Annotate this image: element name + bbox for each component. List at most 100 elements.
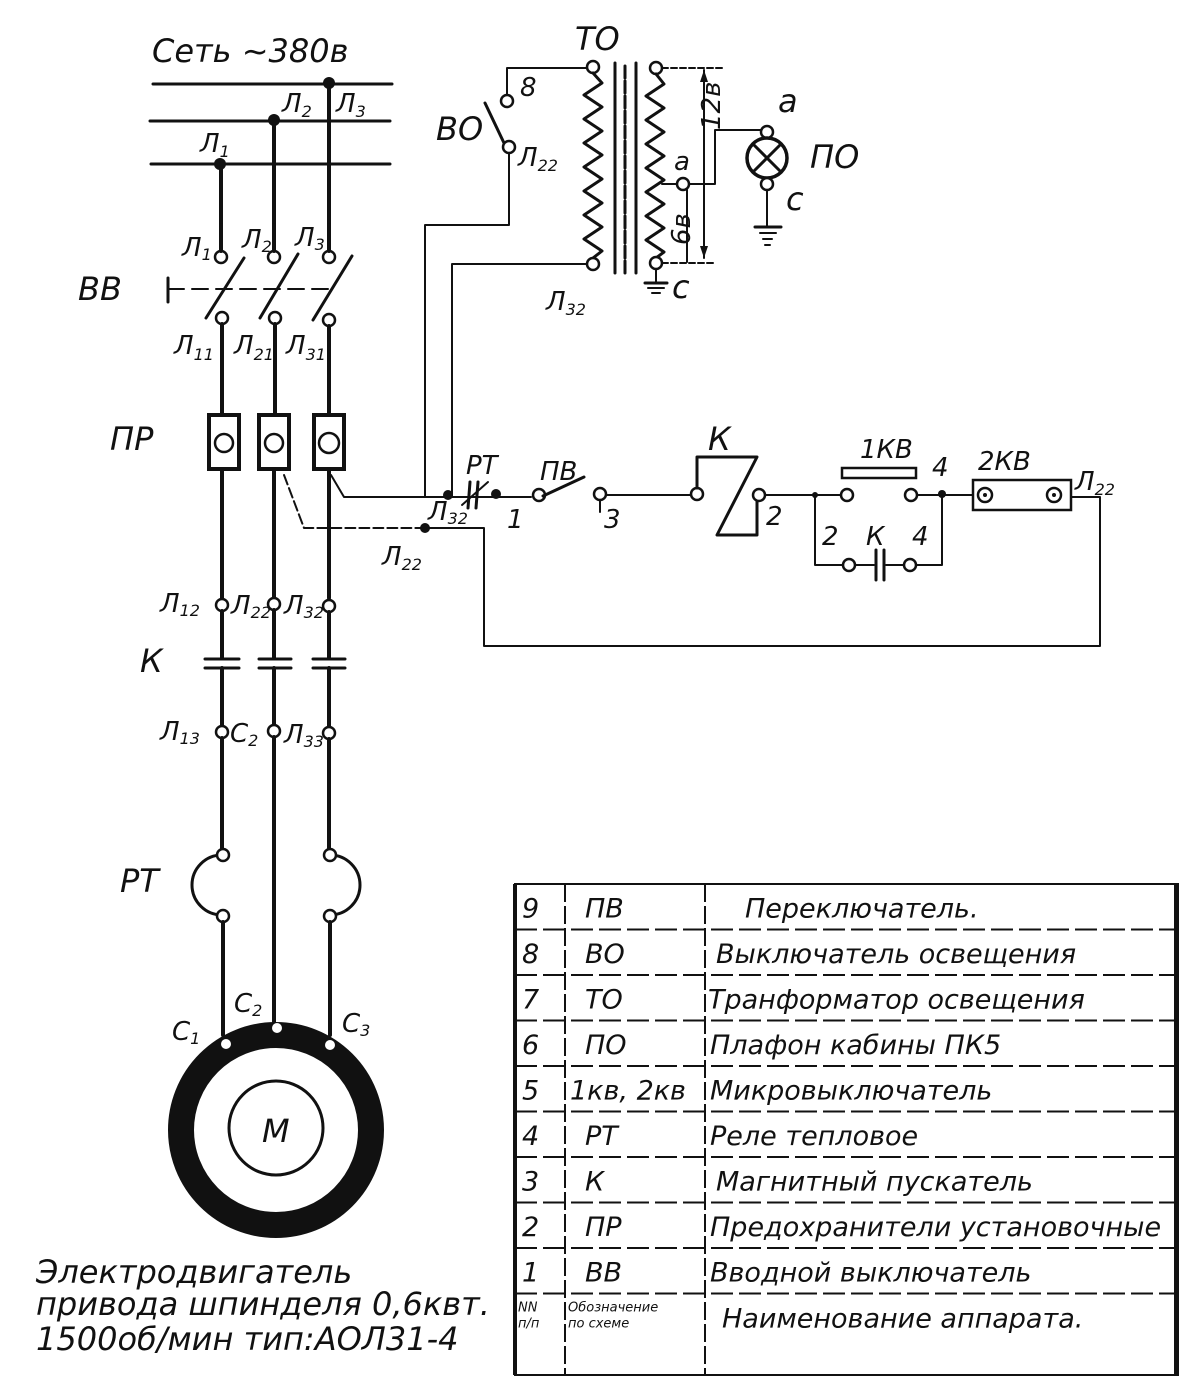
thermal-relay-rt: РТ	[120, 847, 362, 924]
terminal	[585, 256, 601, 272]
wire	[915, 494, 943, 566]
phase-wires	[220, 322, 331, 417]
motor-caption: Электродвигатель привода шпинделя 0,6квт…	[35, 1253, 490, 1358]
table-cell-num: 4	[522, 1121, 539, 1152]
primary-terminal-label: Л32	[545, 287, 586, 319]
lamp-po: а ПО с	[745, 82, 859, 246]
thermal-relay-label: РТ	[120, 862, 161, 900]
heater-element	[190, 853, 224, 917]
microswitch-2-label: 2КВ	[978, 447, 1031, 477]
transformer-label: ТО	[575, 20, 620, 58]
wire-l22	[283, 474, 428, 529]
terminal-label: Л2	[241, 225, 272, 256]
terminal	[499, 93, 515, 109]
motor-leads	[221, 920, 332, 1037]
junction-dot	[491, 489, 501, 499]
input-switch-label: ВВ	[78, 270, 122, 308]
lamp-terminal-c: с	[786, 180, 804, 218]
table-cell-code: ТО	[585, 985, 623, 1016]
aux-contact-label: К	[866, 522, 886, 552]
voltage-label-6v: 6в	[667, 213, 697, 245]
table-cell-num: 5	[522, 1076, 539, 1107]
voltage-label-12v: 12в	[697, 82, 727, 130]
motor-terminal	[325, 1040, 335, 1050]
control-circuit: Л32 РТ 1 ПВ 3 К 2	[381, 420, 1115, 647]
terminal	[501, 139, 517, 155]
motor-caption-line: Электродвигатель	[35, 1253, 352, 1291]
bus-phase-labels: Л2 Л3 Л1	[199, 89, 366, 161]
contactor-k: К Л12 Л22 Л32 Л13 C2 Л33	[140, 589, 347, 751]
table-cell-num: 7	[522, 985, 539, 1016]
return-wire	[426, 496, 1101, 647]
motor-terminal-label: C3	[342, 1009, 370, 1040]
terminal-label: Л1	[181, 233, 212, 264]
table-cell-code: ВВ	[585, 1258, 622, 1289]
terminal-label: Л32	[283, 591, 324, 622]
table-header-name: Наименование аппарата.	[722, 1304, 1083, 1335]
table-cell-code: 1кв, 2кв	[570, 1076, 686, 1107]
terminal-label: Л11	[173, 331, 214, 364]
wire-to-lamp	[688, 129, 763, 185]
motor-terminal-label: C2	[234, 989, 262, 1020]
terminal	[585, 59, 601, 75]
contactor-label: К	[140, 642, 164, 680]
junction-dot	[443, 490, 453, 500]
fuse	[257, 413, 291, 471]
microswitch-actuator	[840, 466, 918, 480]
terminal-label: Л33	[283, 720, 324, 751]
table-cell-code: ПО	[585, 1030, 627, 1061]
motor: М C1 C2 C3	[168, 989, 384, 1238]
table-header-num: п/п	[518, 1317, 540, 1332]
table-cell-name: Переключатель.	[745, 894, 979, 925]
terminal	[592, 486, 608, 502]
table-cell-num: 8	[522, 939, 539, 970]
terminal	[903, 487, 919, 503]
wire	[814, 494, 844, 566]
terminal	[839, 487, 855, 503]
table-cell-name: Реле тепловое	[710, 1121, 918, 1152]
secondary-winding	[644, 72, 666, 260]
wire-number: 3	[604, 505, 621, 535]
table-cell-num: 3	[522, 1167, 539, 1198]
wire-number: 1	[507, 505, 524, 535]
terminal-label: Л12	[159, 589, 200, 620]
motor-caption-line: привода шпинделя 0,6квт.	[36, 1285, 490, 1323]
coil-label: К	[708, 420, 732, 458]
terminal	[751, 487, 767, 503]
relay-contact-label: РТ	[466, 451, 500, 481]
table-cell-num: 2	[522, 1212, 539, 1243]
terminal	[648, 60, 664, 76]
wire-l32-to-control	[451, 263, 588, 498]
terminal	[759, 176, 775, 192]
terminal-label: Л22	[230, 591, 271, 622]
input-switch-bb: ВВ Л1 Л2 Л3 Л11 Л21 Л31	[78, 223, 354, 364]
switch-blade	[258, 252, 300, 320]
switch-label: ПВ	[540, 457, 577, 487]
table-cell-name: Транформатор освещения	[708, 985, 1085, 1016]
terminal-label: Л3	[294, 223, 325, 254]
lighting-switch-label: ВО	[436, 110, 483, 148]
coil-symbol	[695, 455, 759, 537]
wire	[506, 67, 589, 97]
junction-dot	[420, 523, 430, 533]
terminal	[322, 847, 338, 863]
relay-contact-rt: РТ	[461, 451, 500, 510]
wire-number: 2	[822, 522, 839, 552]
phase-wires	[220, 467, 331, 600]
terminal-label: Л22	[517, 143, 558, 175]
table-cell-name: Плафон кабины ПК5	[710, 1030, 1001, 1061]
terminal	[841, 557, 857, 573]
table-header-code: по схеме	[568, 1317, 629, 1332]
switch-blade	[483, 101, 506, 145]
aux-contact-k: 2 К 4	[814, 494, 943, 582]
fuses-pr: ПР	[110, 413, 346, 471]
node-label-l22-right: Л22	[1074, 467, 1115, 499]
phase-label-l1: Л1	[199, 129, 230, 161]
table-header-num: NN	[518, 1301, 538, 1316]
control-tap-wires	[283, 474, 442, 529]
table-cell-num: 1	[522, 1258, 539, 1289]
terminal	[902, 557, 918, 573]
wire-number: 2	[766, 502, 783, 532]
terminal-label: 8	[520, 73, 537, 103]
